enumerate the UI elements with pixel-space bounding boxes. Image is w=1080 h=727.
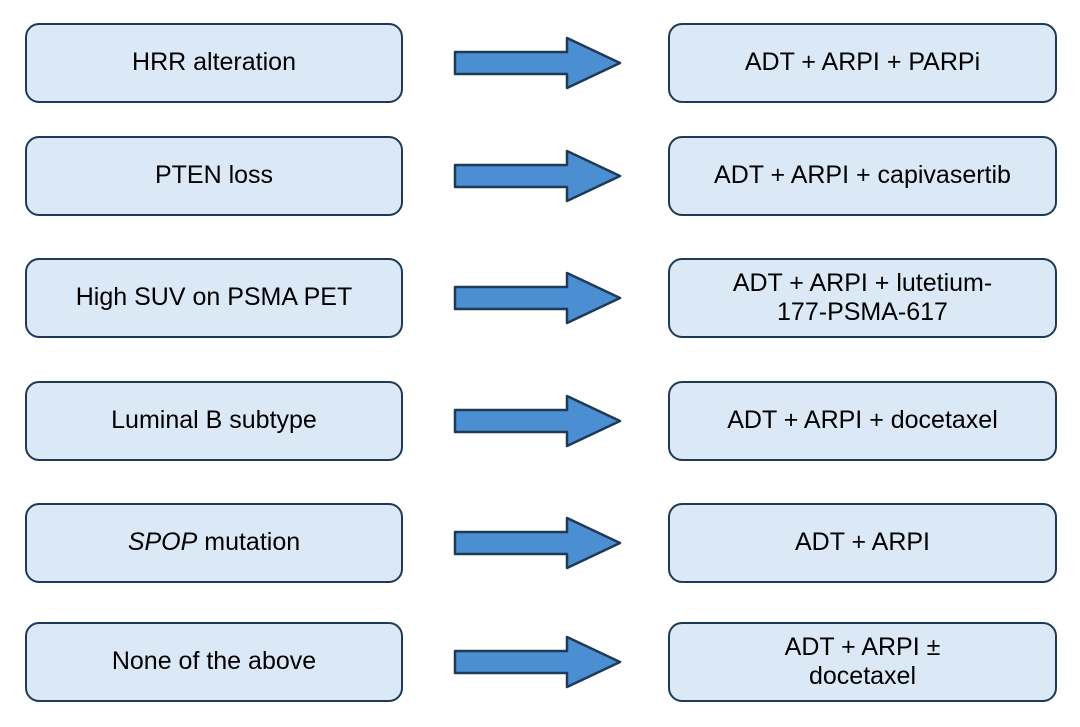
right-arrow-icon — [452, 35, 624, 91]
right-arrow-icon — [452, 393, 624, 449]
condition-label: HRR alteration — [132, 48, 296, 77]
treatment-label: 177-PSMA-617 — [777, 298, 948, 326]
condition-label: None of the above — [111, 647, 317, 676]
treatment-box: ADT + ARPI + capivasertib — [668, 136, 1057, 216]
condition-box: SPOP mutation — [25, 503, 403, 583]
condition-label: PTEN loss — [154, 161, 274, 190]
treatment-box: ADT + ARPI + docetaxel — [668, 381, 1057, 461]
mapping-row: High SUV on PSMA PET ADT + ARPI + luteti… — [0, 258, 1080, 338]
treatment-label: ADT + ARPI — [794, 528, 930, 557]
treatment-label: docetaxel — [808, 662, 917, 690]
condition-label: High SUV on PSMA PET — [75, 283, 353, 312]
treatment-label: ADT + ARPI + lutetium- — [732, 268, 993, 297]
mapping-row: HRR alteration ADT + ARPI + PARPi — [0, 23, 1080, 103]
condition-box: High SUV on PSMA PET — [25, 258, 403, 338]
condition-label: Luminal B subtype — [111, 406, 317, 435]
treatment-label: ADT + ARPI ± — [784, 632, 941, 661]
treatment-box: ADT + ARPI + PARPi — [668, 23, 1057, 103]
condition-box: Luminal B subtype — [25, 381, 403, 461]
treatment-box: ADT + ARPI + lutetium-177-PSMA-617 — [668, 258, 1057, 338]
condition-box: HRR alteration — [25, 23, 403, 103]
mapping-row: PTEN loss ADT + ARPI + capivasertib — [0, 136, 1080, 216]
right-arrow-icon — [452, 515, 624, 571]
treatment-box: ADT + ARPI — [668, 503, 1057, 583]
treatment-box: ADT + ARPI ±docetaxel — [668, 622, 1057, 702]
treatment-label: ADT + ARPI + docetaxel — [727, 406, 998, 435]
treatment-label: ADT + ARPI + capivasertib — [714, 161, 1011, 190]
right-arrow-icon — [452, 634, 624, 690]
condition-label: SPOP mutation — [127, 528, 301, 557]
right-arrow-icon — [452, 148, 624, 204]
right-arrow-icon — [452, 270, 624, 326]
treatment-label: ADT + ARPI + PARPi — [744, 48, 981, 77]
condition-box: PTEN loss — [25, 136, 403, 216]
mapping-row: SPOP mutation ADT + ARPI — [0, 503, 1080, 583]
mapping-row: Luminal B subtype ADT + ARPI + docetaxel — [0, 381, 1080, 461]
mapping-row: None of the above ADT + ARPI ±docetaxel — [0, 622, 1080, 702]
condition-box: None of the above — [25, 622, 403, 702]
